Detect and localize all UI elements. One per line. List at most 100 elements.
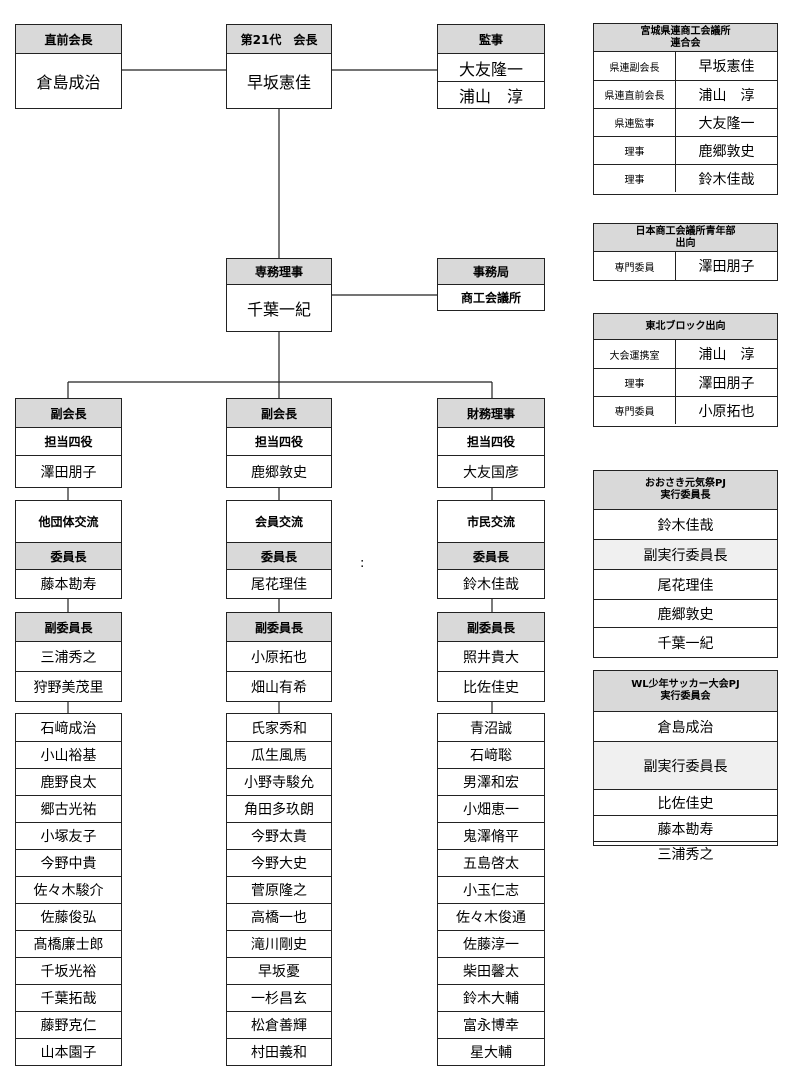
member-name: 柴田馨太 (438, 957, 544, 984)
project-member: 比佐佳史 (594, 789, 777, 815)
committee-name: 会員交流 (254, 515, 303, 529)
vice-chair-name: 小原拓也 (227, 641, 331, 671)
member-name: 小畑恵一 (438, 795, 544, 822)
vice-project-title: 副実行委員長 (594, 539, 777, 569)
nissho-secondment-table: 日本商工会議所青年部 出向専門委員澤田朋子 (593, 223, 778, 281)
project-member: 鹿郷敦史 (594, 599, 777, 627)
member-name: 鹿野良太 (16, 768, 121, 795)
name-cell: 浦山 淳 (698, 87, 755, 104)
project-member: 千葉一紀 (594, 627, 777, 657)
secretariat-title: 事務局 (438, 259, 544, 284)
chair-name: 尾花理佳 (227, 569, 331, 598)
role-subtitle: 担当四役 (227, 427, 331, 455)
auditor-name: 大友隆一 (438, 53, 544, 81)
role-cell: 県連監事 (594, 109, 676, 136)
member-name: 佐藤淳一 (438, 930, 544, 957)
chair-name: 鈴木佳哉 (438, 569, 544, 598)
member-name: 富永博幸 (438, 1011, 544, 1038)
member-name: 今野大史 (227, 849, 331, 876)
name-cell: 鹿郷敦史 (698, 143, 755, 160)
vice-chair-name: 畑山有希 (227, 671, 331, 701)
table-row: 理事 澤田朋子 (594, 368, 777, 396)
role-subtitle: 担当四役 (438, 427, 544, 455)
vice-chair-title: 副委員長 (438, 613, 544, 641)
role-cell: 大会運携室 (594, 340, 676, 368)
committee-box: 市民交流委員長鈴木佳哉 (437, 500, 545, 599)
role-title: 副会長 (227, 399, 331, 427)
vice-project-title: 副実行委員長 (594, 741, 777, 789)
member-name: 藤野克仁 (16, 1011, 121, 1038)
vice-president-box: 副会長担当四役澤田朋子 (15, 398, 122, 488)
president-box: 第21代 会長 早坂憲佳 (226, 24, 332, 109)
role-cell: 専門委員 (594, 252, 676, 280)
project-member: 藤本勘寿 (594, 815, 777, 841)
vice-chair-box: 副委員長三浦秀之狩野美茂里 (15, 612, 122, 702)
member-name: 氏家秀和 (251, 720, 307, 737)
executive-director-name: 千葉一紀 (227, 284, 331, 331)
member-name: 今野中貴 (16, 849, 121, 876)
member-list: 青沼誠石﨑聡男澤和宏小畑恵一鬼澤脩平五島啓太小玉仁志佐々木俊通佐藤淳一柴田馨太鈴… (437, 713, 545, 1066)
table-row: 理事鈴木佳哉 (594, 164, 777, 192)
table-title: 東北ブロック出向 (594, 314, 777, 340)
executive-director-title: 専務理事 (227, 259, 331, 284)
name-cell: 澤田朋子 (698, 375, 755, 392)
name-cell: 大友隆一 (698, 115, 755, 132)
member-name: 星大輔 (438, 1038, 544, 1065)
name-cell: 浦山 淳 (698, 347, 755, 363)
former-president-name: 倉島成治 (16, 53, 121, 108)
wl-soccer-box: WL少年サッカー大会PJ 実行委員会倉島成治副実行委員長比佐佳史藤本勘寿三浦秀之 (593, 670, 778, 863)
committee-name: 他団体交流 (38, 515, 99, 529)
project-title: WL少年サッカー大会PJ 実行委員会 (594, 671, 777, 711)
member-name: 佐藤俊弘 (16, 903, 121, 930)
member-name: 村田義和 (227, 1038, 331, 1065)
member-name: 小山裕基 (16, 741, 121, 768)
table-title: 宮城県連商工会議所 連合会 (594, 24, 777, 52)
member-name: 石﨑聡 (438, 741, 544, 768)
role-cell: 県連直前会長 (594, 81, 676, 108)
tohoku-block-table: 東北ブロック出向大会運携室 浦山 淳理事 澤田朋子専門委員 小原拓也 (593, 313, 778, 427)
member-name: 郷古光祐 (16, 795, 121, 822)
role-cell: 専門委員 (594, 397, 676, 424)
member-name: 早坂憂 (227, 957, 331, 984)
name-cell: 澤田朋子 (698, 259, 755, 275)
member-name: 佐々木駿介 (16, 876, 121, 903)
project-member: 尾花理佳 (594, 569, 777, 599)
member-name: 鈴木大輔 (438, 984, 544, 1011)
member-list: 氏家秀和瓜生風馬小野寺駿允角田多玖朗今野太貴今野大史菅原隆之高橋一也滝川剛史早坂… (226, 713, 332, 1066)
member-list: 石﨑成治小山裕基鹿野良太郷古光祐小塚友子今野中貴佐々木駿介佐藤俊弘髙橋廉士郎千坂… (15, 713, 122, 1066)
member-name: 角田多玖朗 (227, 795, 331, 822)
member-name: 小玉仁志 (438, 876, 544, 903)
vice-chair-name: 比佐佳史 (438, 671, 544, 701)
member-name: 山本園子 (16, 1038, 121, 1065)
committee-name: 市民交流 (466, 515, 515, 529)
member-name: 五島啓太 (438, 849, 544, 876)
role-cell: 理事 (594, 369, 676, 396)
former-president-title: 直前会長 (16, 25, 121, 53)
colon-mark: : (360, 556, 365, 571)
member-name: 男澤和宏 (438, 768, 544, 795)
member-name: 石﨑成治 (40, 720, 97, 737)
role-cell: 理事 (594, 137, 676, 164)
table-row: 県連監事 大友隆一 (594, 108, 777, 136)
member-name: 髙橋廉士郎 (16, 930, 121, 957)
miyagi-federation-table: 宮城県連商工会議所 連合会県連副会長早坂憲佳県連直前会長浦山 淳県連監事大友隆一… (593, 23, 778, 195)
member-name: 菅原隆之 (227, 876, 331, 903)
chair-title: 委員長 (227, 542, 331, 569)
table-row: 専門委員 澤田朋子 (594, 252, 777, 280)
name-cell: 小原拓也 (698, 403, 755, 420)
chair-title: 委員長 (438, 542, 544, 569)
member-name: 瓜生風馬 (227, 741, 331, 768)
project-title: おおさき元気祭PJ 実行委員長 (594, 471, 777, 509)
project-member: 三浦秀之 (594, 841, 777, 865)
secretariat-name: 商工会議所 (438, 284, 544, 310)
auditor-name: 浦山 淳 (438, 81, 544, 108)
table-row: 県連直前会長 浦山 淳 (594, 80, 777, 108)
member-name: 一杉昌玄 (227, 984, 331, 1011)
role-title: 副会長 (16, 399, 121, 427)
committee-box: 他団体交流委員長藤本勘寿 (15, 500, 122, 599)
chair-name: 藤本勘寿 (16, 569, 121, 598)
member-name: 千坂光裕 (16, 957, 121, 984)
project-member: 鈴木佳哉 (594, 509, 777, 539)
